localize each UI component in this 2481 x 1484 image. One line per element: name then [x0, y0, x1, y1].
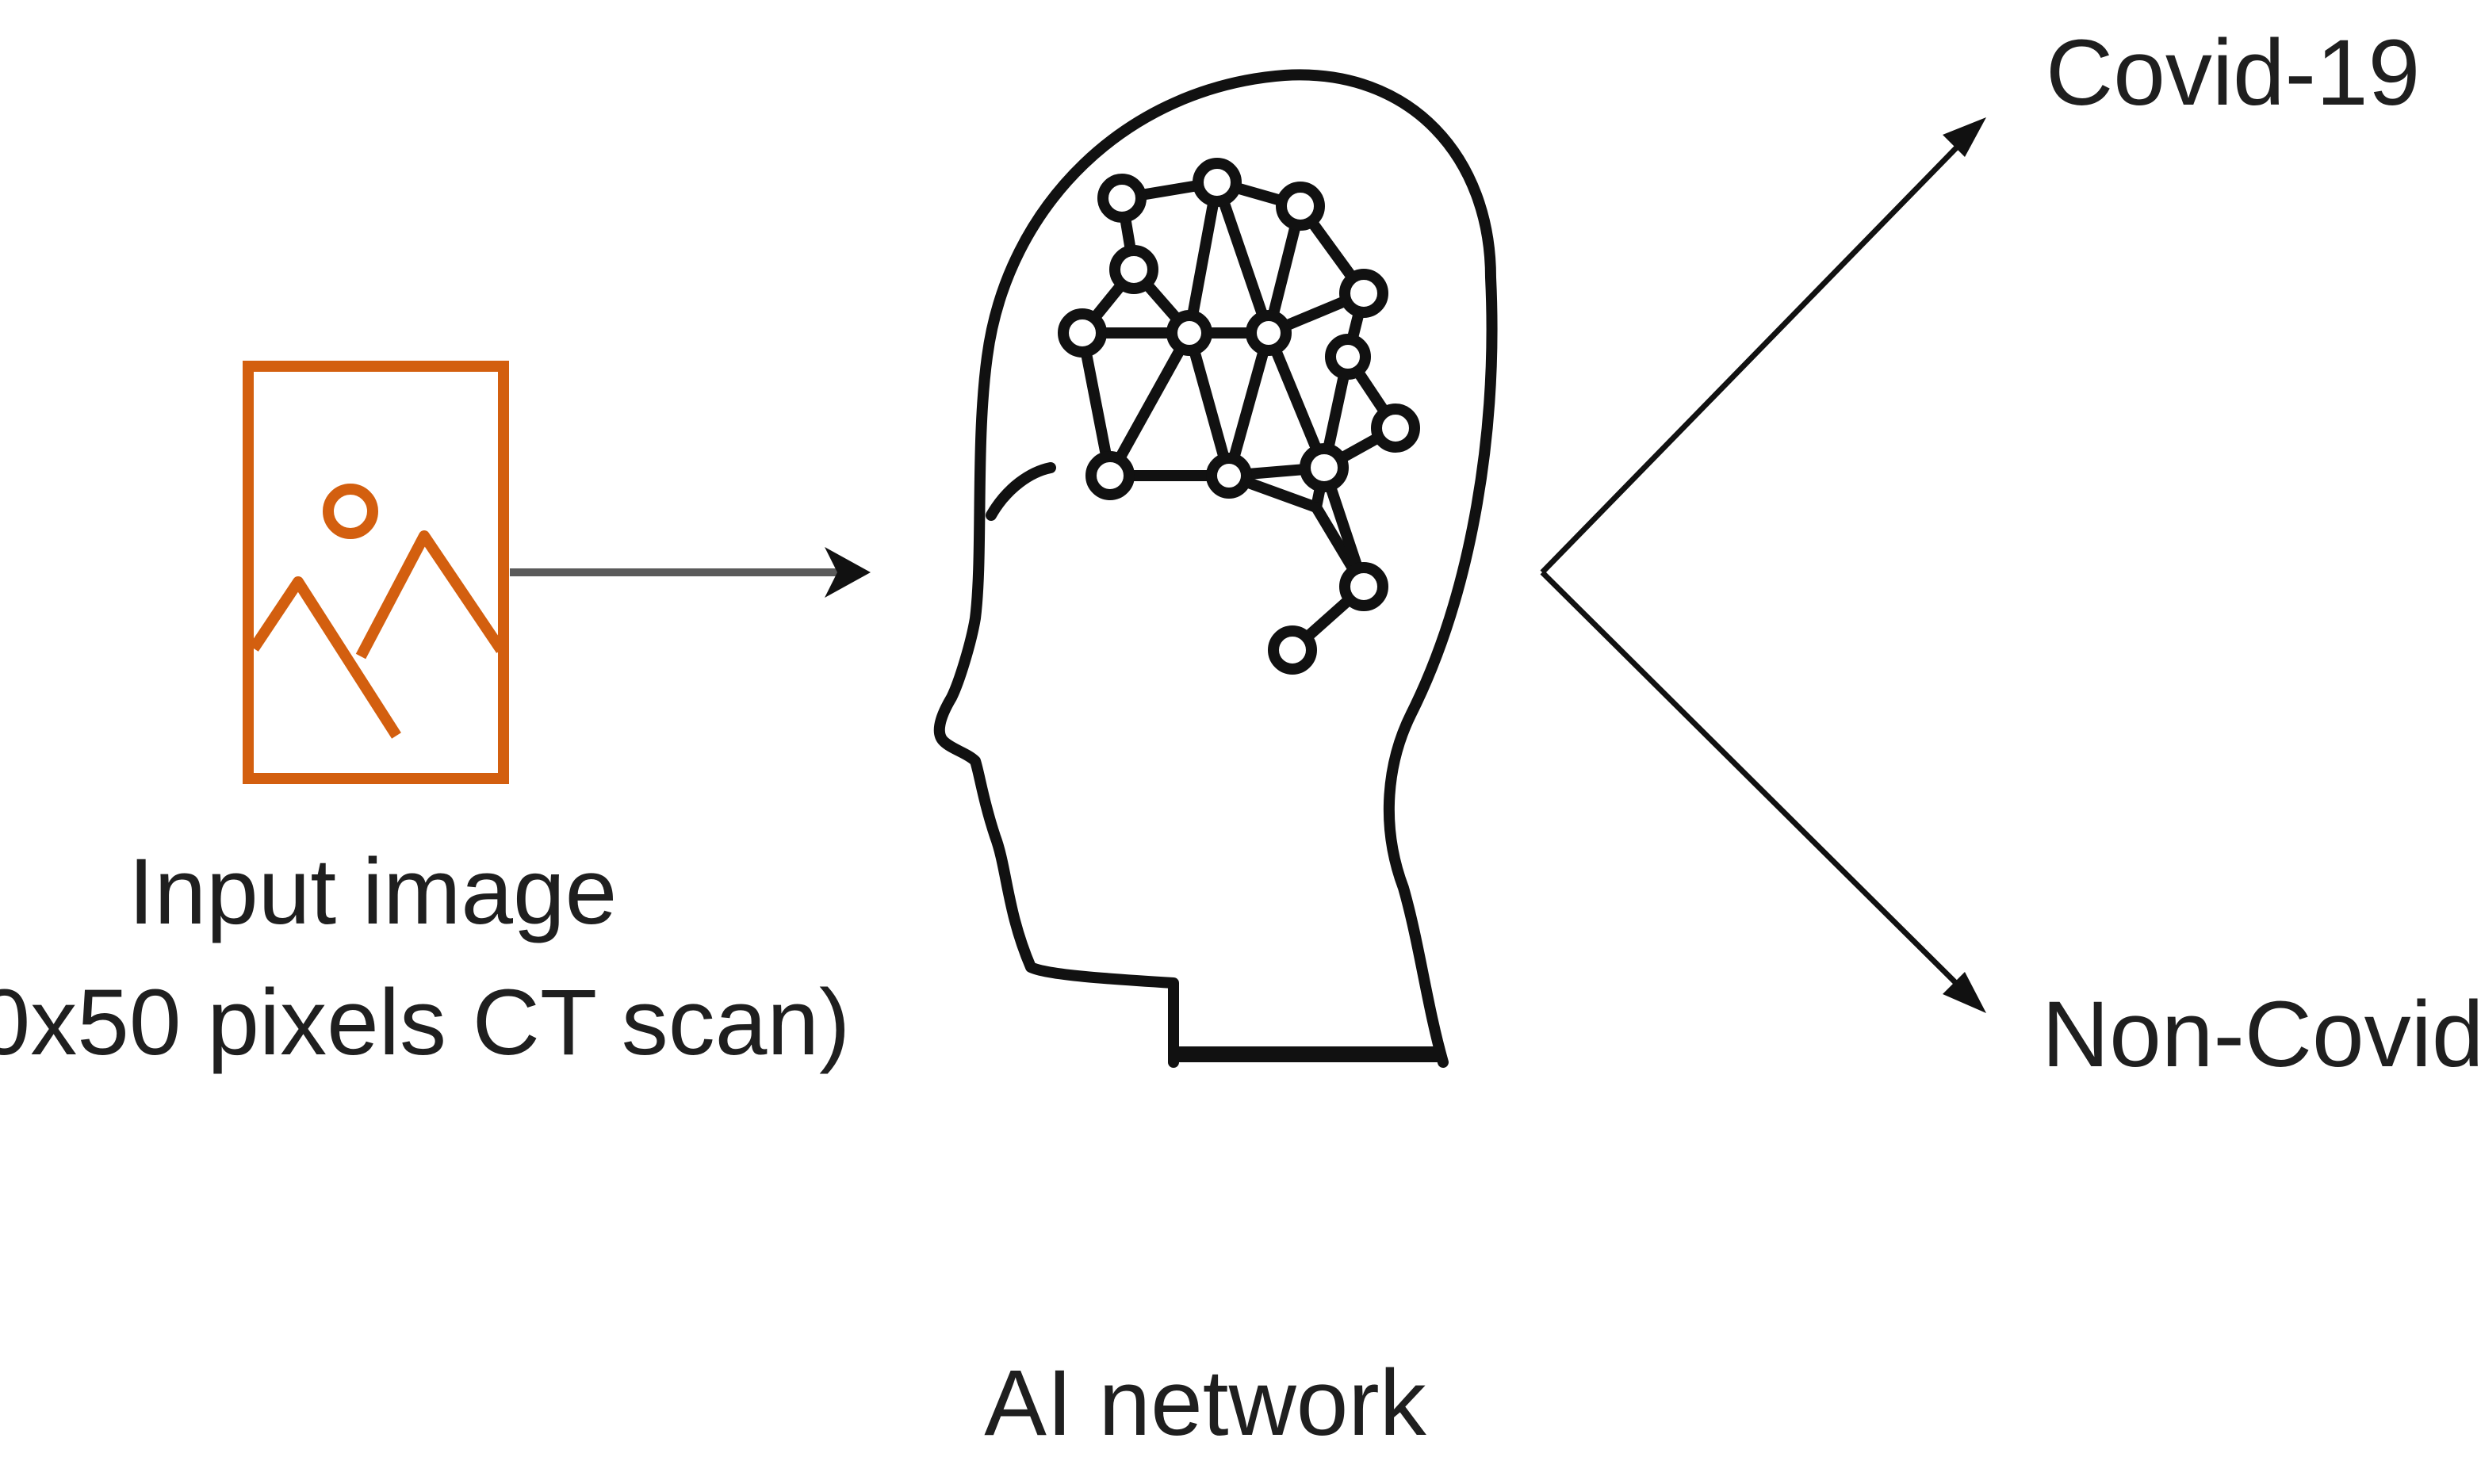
input-to-ai-arrow	[510, 547, 871, 598]
image-icon	[243, 361, 509, 784]
head-neural-network-icon	[933, 69, 1498, 1068]
input-label-line1: Input image	[128, 840, 618, 944]
input-label-line2: (50x50 pixels CT scan)	[0, 970, 850, 1075]
arrow-to-non-covid	[1540, 570, 1981, 1008]
output-covid-label: Covid-19	[2046, 21, 2420, 125]
ai-network-label: AI network	[984, 1351, 1426, 1455]
arrow-to-covid	[1540, 123, 1981, 575]
head-outline-icon	[933, 69, 1498, 1068]
output-arrows	[1540, 117, 1986, 1013]
output-non-covid-label: Non-Covid-19	[2042, 982, 2481, 1087]
network-nodes	[1058, 158, 1420, 675]
